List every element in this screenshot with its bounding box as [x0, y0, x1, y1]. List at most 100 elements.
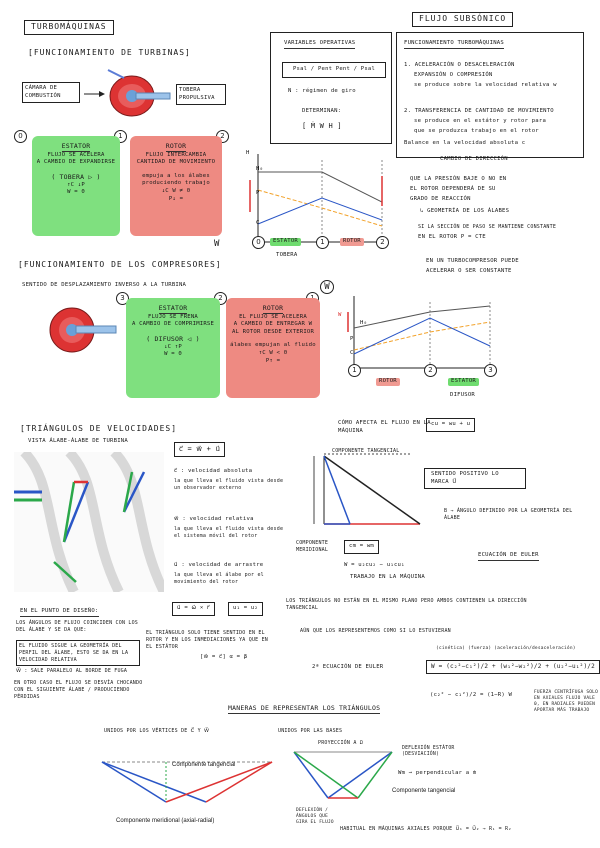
crotor-title: ROTOR — [263, 304, 284, 314]
rotor-w-arrow: W — [214, 238, 220, 250]
cg-stator-label: ESTATOR — [448, 378, 479, 386]
camara-label: CÁMARA DE COMBUSTIÓN — [22, 82, 80, 103]
euler-title: ECUACIÓN DE EULER — [478, 552, 539, 561]
u12-eq: u₁ = u₂ — [228, 602, 263, 616]
tg-c: c — [256, 220, 260, 228]
crotor-l6: p↑ = — [226, 358, 320, 366]
aun-note: AÚN QUE LOS REPRESENTEMOS COMO SI LO EST… — [300, 628, 500, 635]
diseno-4: EN OTRO CASO EL FLUJO SE DESVÍA CHOCANDO… — [14, 680, 144, 700]
estator-l5: W = 0 — [32, 189, 120, 197]
eq-main: c⃗ = w⃗ + u⃗ — [174, 442, 225, 457]
tri-mid-2: [w⃗ = c⃗] α = β — [200, 654, 247, 662]
triangle-vertices-diagram — [96, 740, 276, 814]
header-right-title: FLUJO SUBSÓNICO — [412, 12, 513, 27]
cg-num-3: 3 — [484, 364, 497, 377]
cestator-l2: A CAMBIO DE COMPRIMIRSE — [126, 321, 220, 329]
cestator-l4: ↓c ↑p — [126, 344, 220, 352]
deflexion-2-label: DEFLEXIÓN / ÁNGULOS QUE GIRA EL FLUJO — [296, 808, 336, 826]
estator-l4: ↑c ↓p — [32, 182, 120, 190]
func-r3: GRADO DE REACCIÓN — [410, 196, 471, 204]
compressor-graph — [340, 292, 500, 382]
rotor-l5: ↓c W ≠ 0 — [130, 188, 222, 196]
comp-w-icon: W — [320, 280, 334, 294]
variables-n: N : régimen de giro — [288, 88, 356, 96]
turbinas-title: [FUNCIONAMIENTO DE TURBINAS] — [28, 48, 191, 59]
wm-note: Wm → perpendicular a ṁ — [398, 770, 477, 778]
cestator-l1: FLUJO SE FRENA — [126, 314, 220, 322]
tg-num-1: 1 — [316, 236, 329, 249]
crotor-l1: EL FLUJO SE ACELERA — [226, 314, 320, 322]
cg-c: c — [350, 350, 354, 358]
habitual-note: HABITUAL EN MÁQUINAS AXIALES PORQUE u⃗₁ … — [340, 826, 511, 833]
variables-determinan: DETERMINAN: — [302, 108, 341, 116]
euler2-terms: (cinética) (fuerza) (aceleración/desacel… — [436, 646, 576, 652]
variables-list: [ ṁ W η ] — [302, 122, 342, 131]
func-i2: 2. TRANSFERENCIA DE CANTIDAD DE MOVIMIEN… — [404, 108, 554, 116]
cg-difusor-label: DIFUSOR — [450, 392, 475, 400]
estator-box-turbina: ESTATOR FLUJO SE ACELERA A CAMBIO DE EXP… — [32, 136, 120, 236]
func-r7: EN UN TURBOCOMPRESOR PUEDE — [426, 258, 519, 266]
rotor-l3: empuja a los álabes — [130, 173, 222, 181]
euler2-t3: FUERZA CENTRÍFUGA SOLO EN AXIALES FLUJO … — [534, 690, 598, 714]
euler-eq: W = u₂cu₂ − u₁cu₁ — [344, 562, 405, 570]
union-1: UNIDOS POR LOS VÉRTICES DE c⃗ Y w⃗ — [104, 728, 209, 735]
tobera-label: TOBERA PROPULSIVA — [176, 84, 226, 105]
turbine-illustration — [84, 64, 176, 124]
comp-merid-label: Componente meridional (axial-radial) — [116, 818, 214, 824]
rotor-l1: FLUJO INTERCAMBIA — [130, 152, 222, 160]
tg-stator-label: ESTATOR — [270, 238, 301, 246]
tg-p: p — [256, 190, 260, 198]
func-r4: ↳ GEOMETRÍA DE LOS ÁLABES — [420, 208, 509, 216]
comp-tang-label-2: Componente tangencial — [392, 788, 455, 794]
compresores-title: [FUNCIONAMIENTO DE LOS COMPRESORES] — [18, 260, 222, 271]
beta-note: β → ÁNGULO DEFINIDO POR LA GEOMETRÍA DEL… — [444, 508, 574, 522]
tg-rotor-label: ROTOR — [340, 238, 364, 246]
estator-title: ESTATOR — [62, 142, 91, 152]
merid-label: COMPONENTE MERIDIONAL — [296, 540, 340, 554]
cg-num-1: 1 — [348, 364, 361, 377]
no-plano-note: LOS TRIÁNGULOS NO ESTÁN EN EL MISMO PLAN… — [286, 598, 536, 612]
variables-ratio: Psal / Pent Pent / Psal — [282, 62, 386, 78]
page-title: TURBOMÁQUINAS — [24, 20, 114, 35]
euler2-eq: W = (c₂²−c₁²)/2 + (w₁²−w₂²)/2 + (u₂²−u₁²… — [426, 660, 600, 674]
crotor-l5: ↑c W < 0 — [226, 350, 320, 358]
deflexion-label: DEFLEXIÓN ESTÁTOR (DESVIACIÓN) — [402, 746, 472, 759]
compresores-sentido: SENTIDO DE DESPLAZAMIENTO INVERSO A LA T… — [22, 282, 186, 290]
cestator-l5: W = 0 — [126, 351, 220, 359]
func-title: FUNCIONAMIENTO TURBOMÁQUINAS — [404, 40, 504, 49]
maneras-title: MANERAS DE REPRESENTAR LOS TRIÁNGULOS — [228, 704, 380, 714]
tg-h0: h₀ — [256, 166, 263, 174]
rotor-l6: p↓ = — [130, 196, 222, 204]
compressor-illustration — [34, 300, 120, 360]
cestator-l3: ( DIFUSOR ◁ ) — [126, 335, 220, 344]
func-i2e: CAMBIO DE DIRECCIÓN — [440, 156, 508, 164]
sentido-box: SENTIDO POSITIVO LO MARCA u⃗ — [424, 468, 526, 489]
c-def: c⃗ : velocidad absoluta — [174, 468, 252, 476]
euler2-t2: (c₂² − c₁²)/2 = (1−R) W — [430, 692, 512, 700]
eq-tang: cu = wu + u — [426, 418, 475, 432]
func-r2: EL ROTOR DEPENDERÁ DE SU — [410, 186, 496, 194]
rotor-box-compresor: ROTOR EL FLUJO SE ACELERA A CAMBIO DE EN… — [226, 298, 320, 398]
velocity-triangle — [300, 452, 430, 532]
w-def: w⃗ : velocidad relativa — [174, 516, 254, 524]
cg-p: p — [350, 336, 354, 344]
cestator-title: ESTATOR — [159, 304, 188, 314]
func-r8: ACELERAR o SER CONSTANTE — [426, 268, 512, 276]
diseno-3: w⃗ : SALE PARALELO AL BORDE DE FUGA — [16, 668, 146, 675]
func-i1b: EXPANSIÓN o COMPRESIÓN — [414, 72, 493, 80]
rotor-l4: produciendo trabajo — [130, 180, 222, 188]
func-i2b: se produce en el estátor y rotor para — [414, 118, 546, 126]
func-i1c: se produce sobre la velocidad relativa w — [414, 82, 557, 90]
c-def2: la que lleva el fluido vista desde un ob… — [174, 478, 284, 492]
cg-num-2: 2 — [424, 364, 437, 377]
stage-num-0: 0 — [14, 130, 27, 143]
proyeccion-label: PROYECCIÓN A ω — [318, 740, 363, 747]
func-i2c: que se produzca trabajo en el rotor — [414, 128, 539, 136]
cg-rotor-label: ROTOR — [376, 378, 400, 386]
euler2-title: 2ª ECUACIÓN DE EULER — [312, 664, 383, 672]
triangulos-subtitle: VISTA ÁLABE-ÁLABE DE TURBINA — [28, 438, 128, 446]
estator-l2: A CAMBIO DE EXPANDIRSE — [32, 159, 120, 167]
func-r1: QUE LA PRESIÓN BAJE o NO EN — [410, 176, 506, 184]
u-eq: u⃗ = ω⃗ × r⃗ — [172, 602, 215, 616]
rotor-box-turbina: ROTOR FLUJO INTERCAMBIA CANTIDAD DE MOVI… — [130, 136, 222, 236]
